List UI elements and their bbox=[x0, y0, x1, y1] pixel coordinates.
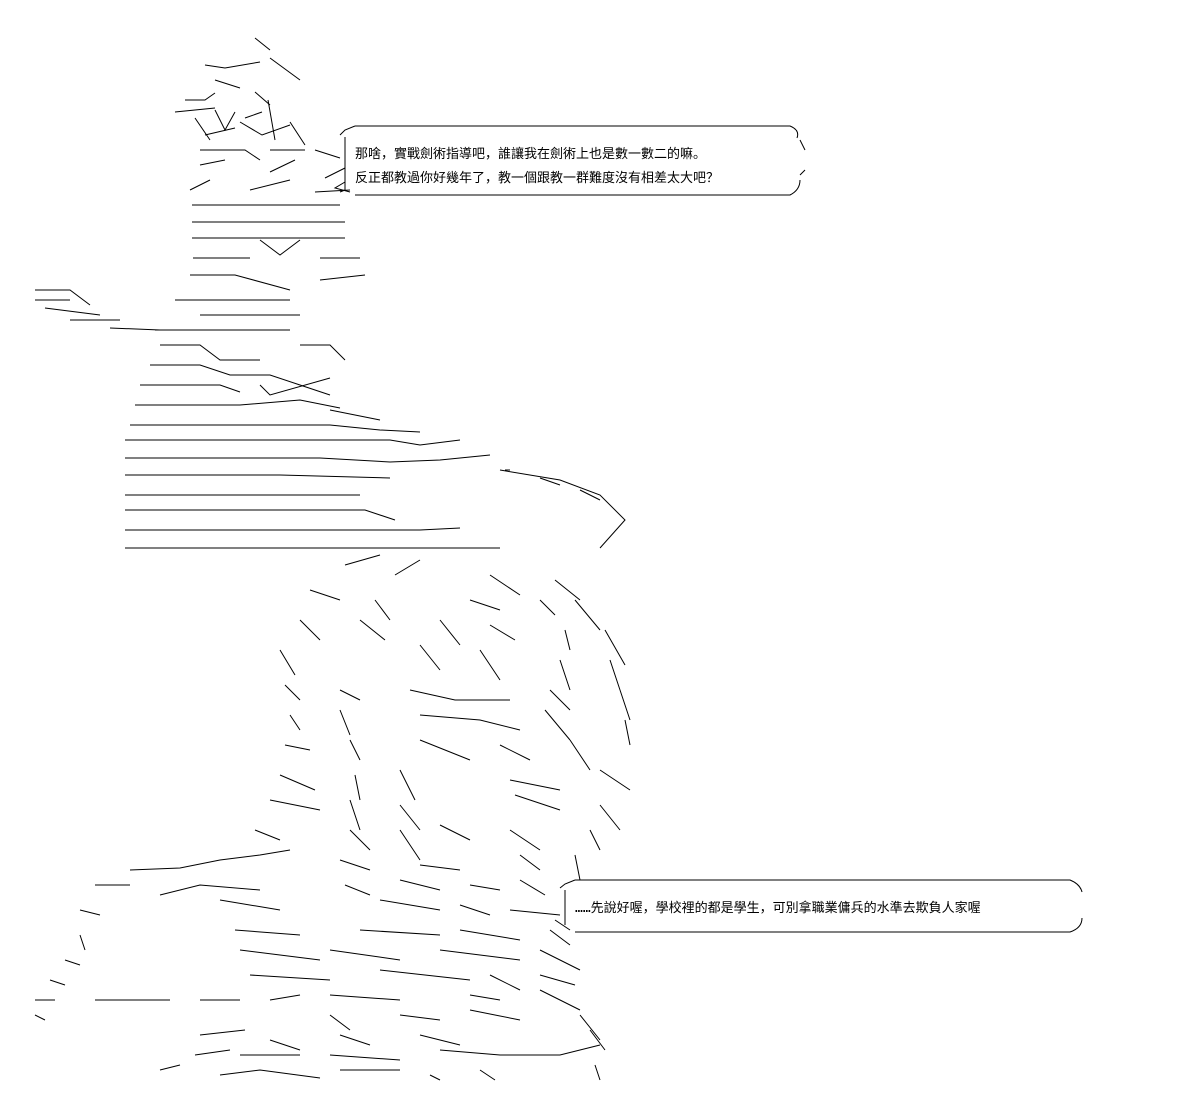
lower-character-lineart bbox=[34, 469, 631, 1081]
speech-bubble-1: 那啥，實戰劍術指導吧，誰讓我在劍術上也是數一數二的嘛。 反正都教過你好幾年了，教… bbox=[333, 125, 806, 196]
speech-bubble-2-outline bbox=[554, 879, 1083, 933]
speech-bubble-1-line-2: 反正都教過你好幾年了，教一個跟教一群難度沒有相差太大吧？ bbox=[355, 170, 719, 186]
upper-character-lineart bbox=[35, 37, 626, 549]
speech-bubble-1-line-1: 那啥，實戰劍術指導吧，誰讓我在劍術上也是數一數二的嘛。 bbox=[355, 146, 706, 162]
speech-bubble-2-line-1: ……先說好喔，學校裡的都是學生，可別拿職業傭兵的水準去欺負人家喔 bbox=[575, 900, 981, 916]
speech-bubble-2: ……先說好喔，學校裡的都是學生，可別拿職業傭兵的水準去欺負人家喔 bbox=[554, 879, 1083, 933]
speech-bubble-1-outline bbox=[333, 125, 801, 196]
